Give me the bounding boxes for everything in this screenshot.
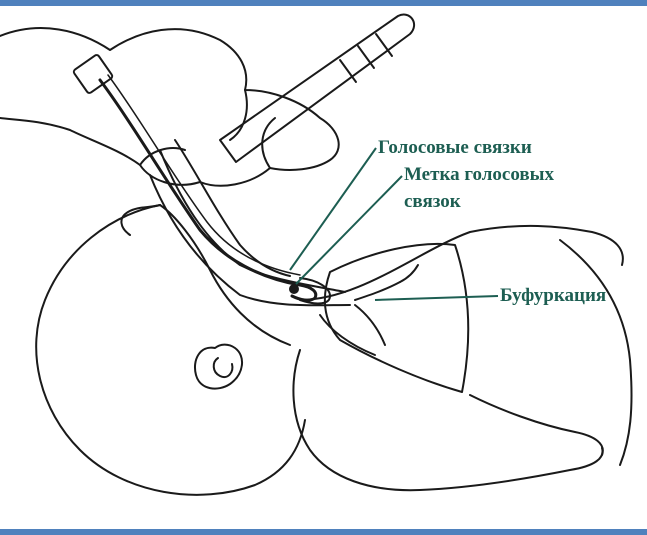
label-vocal-cord-mark-line2: связок bbox=[404, 191, 461, 213]
laryngoscope-grip-line-2 bbox=[358, 46, 374, 68]
label-bifurcation: Буфуркация bbox=[500, 285, 606, 307]
label-vocal-cords: Голосовые связки bbox=[378, 137, 532, 159]
left-lung-outline bbox=[325, 244, 468, 392]
laryngoscope-blade bbox=[175, 140, 290, 276]
infant-chin-outline bbox=[160, 205, 290, 345]
leader-line-vocal-cord-mark bbox=[296, 176, 402, 284]
label-vocal-cord-mark-line1: Метка голосовых bbox=[404, 164, 554, 186]
leader-line-vocal-cords bbox=[290, 148, 376, 270]
hand-finger-1 bbox=[230, 90, 247, 140]
infant-arm-outline bbox=[470, 395, 603, 455]
infant-ear-inner bbox=[214, 358, 233, 377]
leader-line-bifurcation bbox=[375, 296, 498, 300]
infant-shoulder-outline bbox=[293, 350, 602, 490]
infant-ear-outer bbox=[195, 345, 242, 389]
bronchus-right bbox=[355, 305, 385, 345]
infant-head-outline bbox=[36, 205, 305, 495]
vocal-cord-mark-dot bbox=[290, 285, 298, 293]
bronchus-branch bbox=[400, 265, 418, 282]
hand-outline bbox=[0, 28, 339, 186]
hand-finger-2 bbox=[262, 118, 275, 168]
